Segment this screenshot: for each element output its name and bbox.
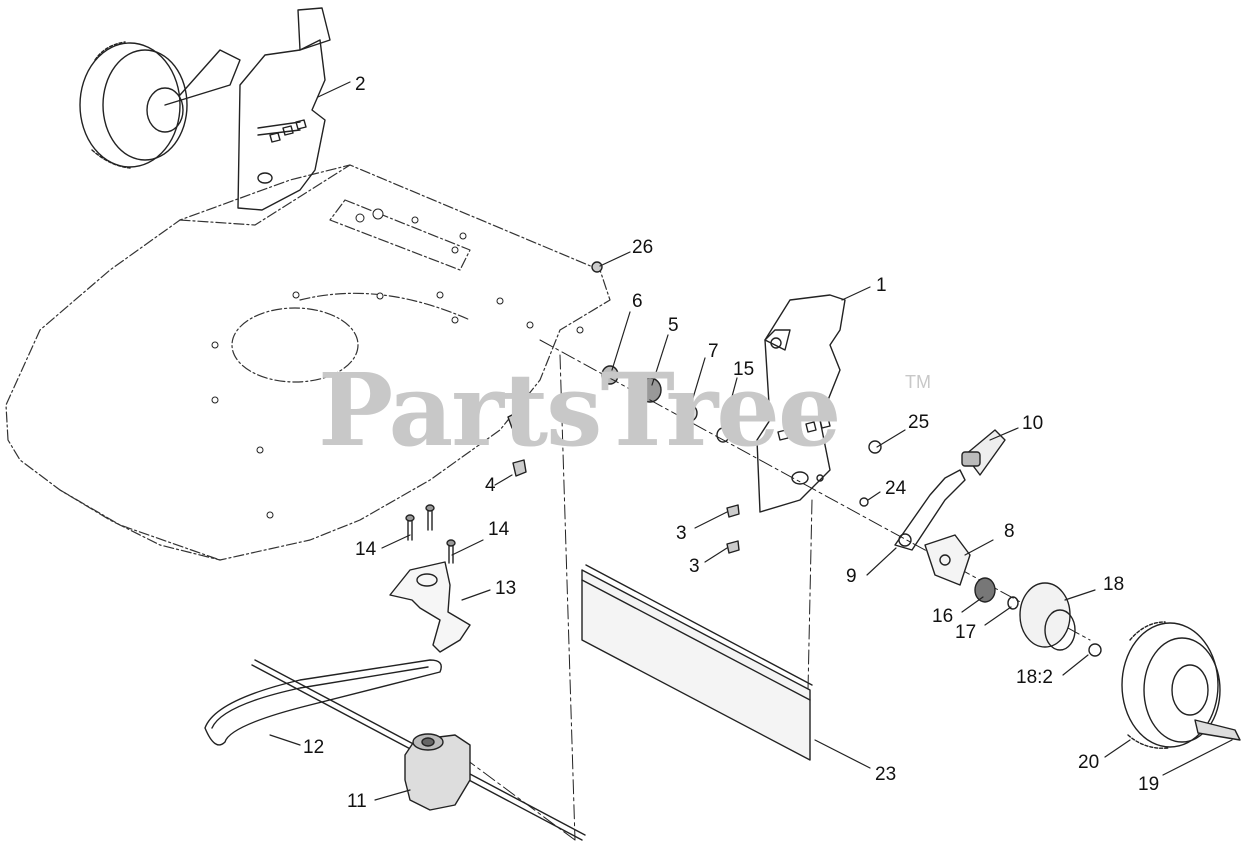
- part-18-hub-cap: [1019, 582, 1102, 657]
- deck-holes: [211, 208, 584, 519]
- part-14-screws: [405, 504, 456, 564]
- part-9-lever-arm: [894, 469, 966, 551]
- part-20-right-wheel: [1121, 621, 1221, 749]
- part-2-height-bracket-left: [237, 7, 331, 211]
- callout-10: 10: [1022, 413, 1044, 434]
- callout-24: 24: [885, 478, 907, 499]
- callout-26: 26: [632, 237, 654, 258]
- callout-4: 4: [485, 475, 496, 496]
- callout-1: 1: [876, 275, 887, 296]
- part-8-pawl-bracket: [924, 534, 971, 586]
- callout-3: 3: [676, 523, 687, 544]
- callout-11: 11: [347, 791, 367, 812]
- callout-6: 6: [632, 291, 643, 312]
- part-19-axle-bolt: [1194, 719, 1241, 741]
- mower-deck: [5, 164, 611, 561]
- callout-14: 14: [488, 519, 510, 540]
- callout-14: 14: [355, 539, 377, 560]
- callout-9: 9: [846, 566, 857, 587]
- part-13-bracket: [389, 561, 471, 653]
- part-17-washer: [1007, 596, 1019, 610]
- callout-19: 19: [1138, 774, 1160, 795]
- part-11-transmission: [404, 733, 471, 811]
- part-1-height-bracket-right: [756, 294, 846, 513]
- partstree-watermark: PartsTree: [318, 351, 842, 469]
- callout-15: 15: [733, 359, 755, 380]
- callout-17: 17: [955, 622, 977, 643]
- callout-5: 5: [668, 315, 679, 336]
- callout-12: 12: [303, 737, 325, 758]
- axle-centerline: [439, 339, 1091, 841]
- callout-20: 20: [1078, 752, 1100, 773]
- part-12-drive-belt: [204, 659, 442, 746]
- callout-7: 7: [708, 341, 719, 362]
- callout-18: 18: [1103, 574, 1125, 595]
- fasteners: [507, 261, 740, 554]
- axle-hardware: [601, 365, 882, 507]
- callout-18-2: 18:2: [1016, 667, 1053, 688]
- part-10-handle-knob: [961, 429, 1006, 476]
- callout-23: 23: [875, 764, 897, 785]
- callout-16: 16: [932, 606, 954, 627]
- part-23-rear-flap: [581, 564, 813, 761]
- callout-25: 25: [908, 412, 930, 433]
- left-rear-wheel: [79, 41, 241, 169]
- callout-2: 2: [355, 74, 366, 95]
- callout-3: 3: [689, 556, 700, 577]
- callout-8: 8: [1004, 521, 1015, 542]
- part-16-gear: [974, 577, 996, 603]
- leader-lines: [269, 81, 1233, 801]
- trademark-symbol: TM: [905, 372, 931, 392]
- callout-13: 13: [495, 578, 517, 599]
